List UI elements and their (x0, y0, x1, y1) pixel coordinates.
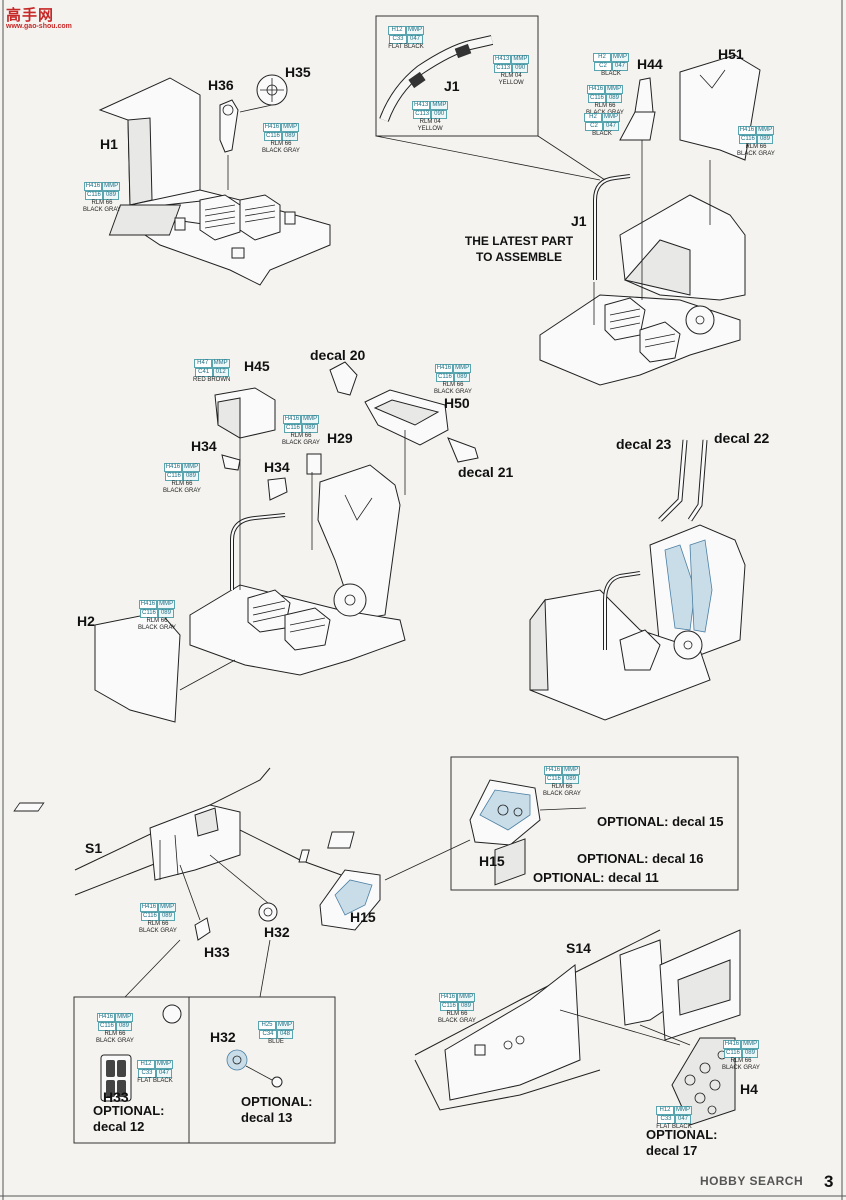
optional-decal-15: OPTIONAL: decal 15 (597, 814, 724, 829)
latest-part-callout: THE LATEST PART TO ASSEMBLE (454, 233, 584, 265)
page-number: 3 (824, 1172, 834, 1191)
part-label-s1: S1 (85, 840, 103, 856)
optional-decal-13-l1: OPTIONAL: (241, 1094, 313, 1109)
part-label-h29: H29 (327, 430, 353, 446)
optional-decal-17: OPTIONAL: decal 17 (646, 1127, 718, 1159)
optional-decal-11: OPTIONAL: decal 11 (533, 870, 659, 885)
callout-line1: THE LATEST PART (464, 234, 574, 248)
part-label-h1: H1 (100, 136, 118, 152)
fuselage-s14 (414, 838, 741, 1111)
watermark-url: www.gao-shou.com (6, 23, 72, 30)
part-label-h36: H36 (208, 77, 234, 93)
part-label-h51: H51 (718, 46, 744, 62)
decal-20-label: decal 20 (310, 347, 366, 363)
watermark-chars: 高手网 (6, 7, 55, 24)
part-label-h45: H45 (244, 358, 270, 374)
part-label-h32b: H32 (210, 1029, 236, 1045)
decal-22-label: decal 22 (714, 430, 770, 446)
fuselage-s1 (74, 767, 356, 941)
optional-decal-12-l2: decal 12 (93, 1119, 145, 1134)
part-label-s14: S14 (566, 940, 591, 956)
part-label-h4: H4 (740, 1081, 758, 1097)
part-label-h44: H44 (637, 56, 663, 72)
optional-decal-17-l2: decal 17 (646, 1143, 698, 1158)
footer-brand-logo: HOBBY SEARCH (700, 1174, 803, 1188)
decal-21-label: decal 21 (458, 464, 514, 480)
part-label-h32: H32 (264, 924, 290, 940)
footer-brand-text: HOBBY SEARCH (700, 1174, 804, 1188)
optional-decal-12: OPTIONAL: decal 12 (93, 1103, 165, 1135)
h15-panel (319, 839, 471, 931)
watermark-logo: 高手网 www.gao-shou.com (6, 4, 72, 30)
part-label-j1-mid: J1 (571, 213, 587, 229)
optional-decal-13: OPTIONAL: decal 13 (241, 1094, 313, 1126)
h15-detail (13, 779, 587, 863)
part-label-h2: H2 (77, 613, 95, 629)
optional-decal-16: OPTIONAL: decal 16 (577, 851, 704, 866)
seat-assembly-h44-h51 (539, 54, 761, 386)
part-label-h33: H33 (204, 944, 230, 960)
part-label-h34a: H34 (191, 438, 217, 454)
part-label-h15a: H15 (350, 909, 376, 925)
part-label-h15b: H15 (479, 853, 505, 869)
callout-line2: TO ASSEMBLE (475, 250, 562, 264)
part-label-j1-top: J1 (444, 78, 460, 94)
h33-optional (100, 1004, 182, 1102)
seat-assembly-h2 (94, 361, 479, 723)
optional-decal-13-l2: decal 13 (241, 1110, 293, 1125)
seat-with-belts (529, 439, 746, 721)
seat-assembly-h1 (98, 74, 331, 286)
optional-decal-12-l1: OPTIONAL: (93, 1103, 165, 1118)
decal-23-label: decal 23 (616, 436, 672, 452)
j1-tube-detail (379, 35, 494, 122)
optional-decal-17-l1: OPTIONAL: (646, 1127, 718, 1142)
part-label-h50: H50 (444, 395, 470, 411)
part-label-h34b: H34 (264, 459, 290, 475)
part-label-h35: H35 (285, 64, 311, 80)
h32-optional (226, 1049, 283, 1088)
part-label-h33b: H33 (103, 1089, 129, 1105)
